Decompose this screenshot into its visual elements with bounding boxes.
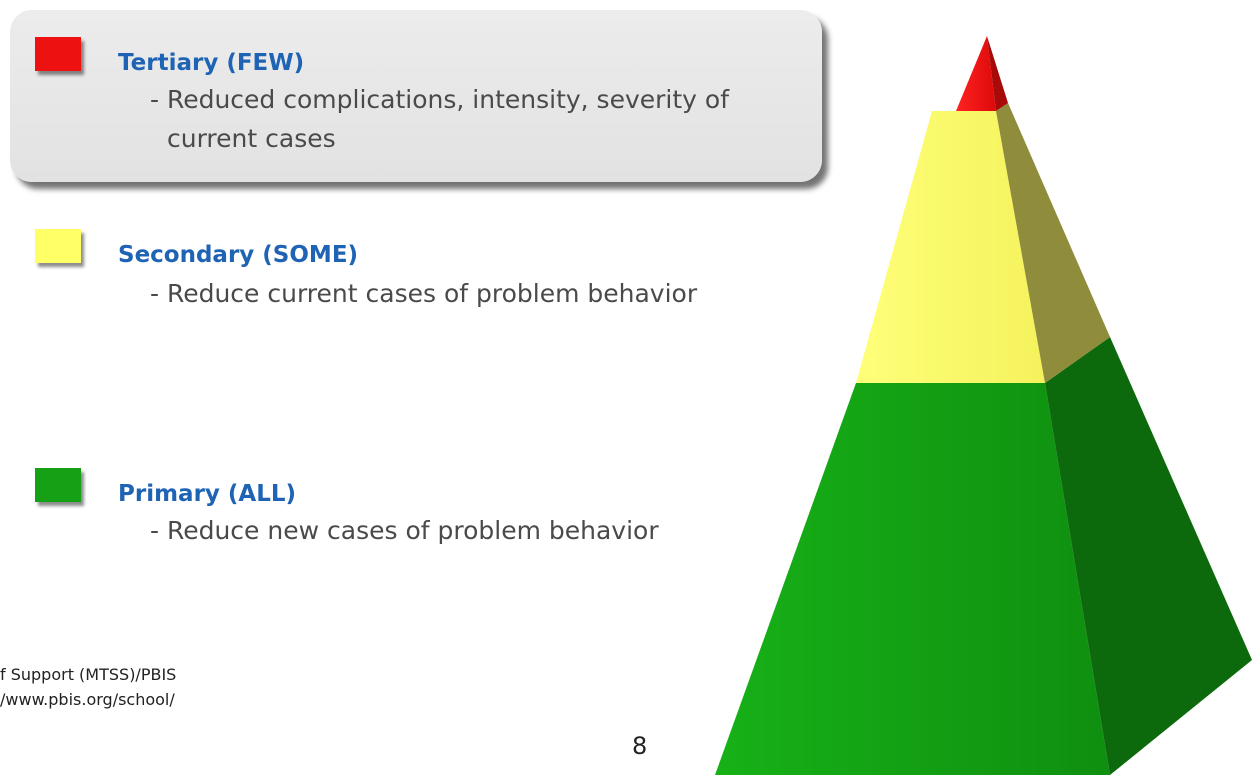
pyramid-primary-side xyxy=(1045,337,1252,775)
tertiary-color-swatch xyxy=(35,37,81,71)
primary-color-swatch xyxy=(35,468,81,502)
pyramid-primary-front xyxy=(715,383,1110,775)
page-number: 8 xyxy=(632,732,648,760)
pyramid-secondary-front xyxy=(856,111,1045,383)
primary-description: - Reduce new cases of problem behavior xyxy=(150,516,659,545)
source-footnote-line2: /www.pbis.org/school/ xyxy=(0,690,175,709)
tertiary-title: Tertiary (FEW) xyxy=(118,50,305,76)
pyramid-secondary-side xyxy=(996,103,1110,383)
pyramid-tertiary-side xyxy=(987,36,1008,111)
source-footnote-line1: f Support (MTSS)/PBIS xyxy=(0,665,177,684)
primary-title: Primary (ALL) xyxy=(118,481,297,507)
secondary-description: - Reduce current cases of problem behavi… xyxy=(150,279,698,308)
tertiary-description-line2: current cases xyxy=(167,124,336,153)
secondary-title: Secondary (SOME) xyxy=(118,242,359,268)
tertiary-description-line1: - Reduced complications, intensity, seve… xyxy=(150,85,730,114)
pyramid-tertiary-front xyxy=(956,36,996,111)
secondary-color-swatch xyxy=(35,229,81,263)
tertiary-highlight-box xyxy=(10,10,822,182)
